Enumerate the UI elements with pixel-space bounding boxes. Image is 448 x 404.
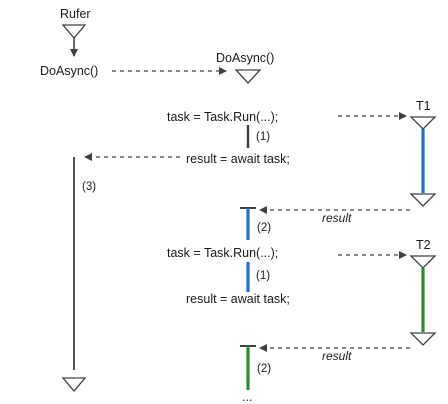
- t2-start-triangle: [409, 255, 437, 269]
- result-1-label: result: [322, 211, 352, 225]
- step-3-label: (3): [82, 181, 96, 193]
- result-2-label: result: [322, 349, 352, 363]
- t1-start-triangle: [409, 116, 437, 130]
- await-2: result = await task;: [186, 292, 290, 306]
- await-1: result = await task;: [186, 152, 290, 166]
- t2-end-triangle: [409, 332, 437, 346]
- t2-label: T2: [416, 238, 431, 252]
- step-2-label-b: (2): [257, 363, 271, 375]
- ellipsis: ...: [242, 390, 252, 404]
- task-run-2: task = Task.Run(...);: [167, 246, 278, 260]
- callee-start-triangle: [234, 69, 262, 84]
- t1-label: T1: [416, 99, 431, 113]
- step-2-label-a: (2): [257, 222, 271, 234]
- caller-label: Rufer: [60, 7, 91, 21]
- caller-end-triangle: [61, 377, 87, 393]
- caller-start-triangle: [61, 24, 87, 40]
- caller-call-label: DoAsync(): [40, 64, 98, 78]
- callee-title: DoAsync(): [216, 51, 274, 65]
- t1-end-triangle: [409, 193, 437, 207]
- step-1-label-b: (1): [256, 270, 270, 282]
- task-run-1: task = Task.Run(...);: [167, 110, 278, 124]
- step-1-label-a: (1): [256, 131, 270, 143]
